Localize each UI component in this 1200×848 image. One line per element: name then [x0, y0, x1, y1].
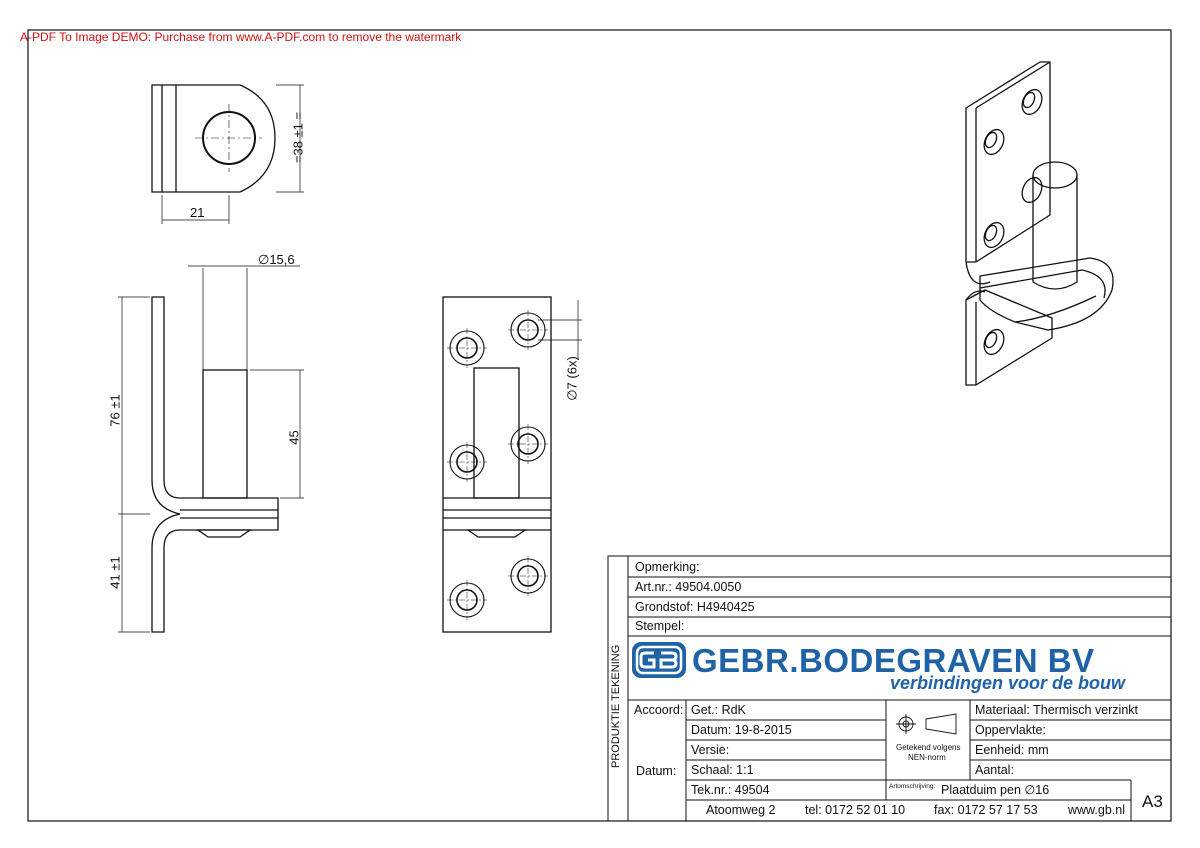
schaal-field: Schaal: 1:1 [691, 763, 754, 777]
sheet-format: A3 [1142, 792, 1163, 811]
phone-field: tel: 0172 52 01 10 [805, 803, 906, 817]
gb-logo-icon [632, 642, 686, 678]
drawing-frame [27, 29, 1172, 822]
versie-field: Versie: [691, 743, 730, 757]
address-field: Atoomweg 2 [706, 803, 776, 817]
nen-line-2: NEN-norm [908, 753, 946, 762]
grondstof-field: Grondstof: H4940425 [635, 600, 755, 614]
dim-hole-diameter: ∅7 (6x) [564, 356, 580, 401]
aantal-field: Aantal: [975, 763, 1014, 777]
dim-width-21: 21 [190, 205, 205, 220]
dim-pin-diameter: ∅15,6 [258, 252, 295, 267]
artnr-field: Art.nr.: 49504.0050 [635, 580, 742, 594]
isometric-view [965, 61, 1114, 386]
stempel-field: Stempel: [635, 619, 685, 633]
side-view-dimensions [118, 265, 304, 633]
accoord-label: Accoord: [634, 703, 684, 717]
dim-length-45: 45 [286, 430, 302, 445]
materiaal-field: Materiaal: Thermisch verzinkt [975, 703, 1139, 717]
front-view [442, 296, 552, 633]
website-field: www.gb.nl [1068, 803, 1125, 817]
side-view [151, 296, 279, 633]
nen-projection-symbol [896, 713, 957, 735]
dim-length-41: 41 ±1 [107, 556, 123, 589]
watermark-text: A-PDF To Image DEMO: Purchase from www.A… [20, 30, 462, 44]
dim-height-38: =38 ±1 = [290, 111, 306, 164]
top-view [151, 84, 276, 193]
fax-field: fax: 0172 57 17 53 [934, 803, 1038, 817]
top-view-dimensions [161, 84, 304, 224]
dim-length-76: 76 ±1 [107, 394, 123, 427]
opmerking-field: Opmerking: [635, 560, 700, 574]
datum-label: Datum: [636, 764, 677, 778]
eenheid-field: Eenheid: mm [975, 743, 1049, 757]
datum-field: Datum: 19-8-2015 [691, 723, 792, 737]
get-field: Get.: RdK [691, 703, 746, 717]
artomschrijving-label: Artomschrijving: [889, 783, 936, 790]
front-view-dimensions [538, 300, 582, 360]
oppervlakte-field: Oppervlakte: [975, 723, 1046, 737]
artomschrijving-field: Plaatduim pen ∅16 [941, 783, 1050, 797]
front-view-centerlines [447, 310, 548, 620]
teknr-field: Tek.nr.: 49504 [691, 783, 770, 797]
front-view-holes [449, 312, 546, 618]
brand-name: GEBR.BODEGRAVEN BV [692, 642, 1095, 679]
title-block-lines [607, 555, 1172, 822]
nen-line-1: Getekend volgens [896, 743, 961, 752]
title-block-vertical-label: PRODUKTIE TEKENING [610, 644, 622, 768]
brand-tagline: verbindingen voor de bouw [890, 673, 1126, 693]
